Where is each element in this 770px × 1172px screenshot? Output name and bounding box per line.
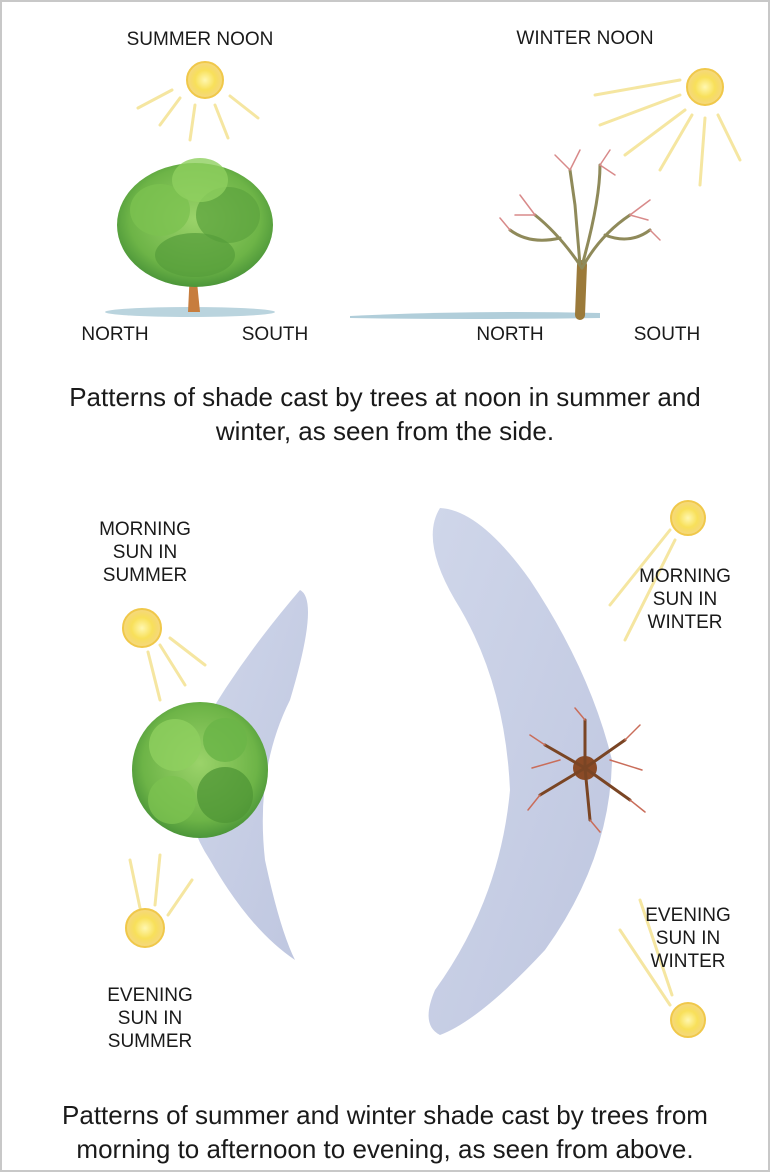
summer-south-label: SOUTH: [220, 323, 330, 346]
summer-morning-sun-icon: [123, 609, 161, 647]
winter-south-label: SOUTH: [612, 323, 722, 346]
summer-noon-sun-icon: [187, 62, 223, 98]
side-view-caption: Patterns of shade cast by trees at noon …: [20, 380, 750, 448]
winter-side-scene: [350, 69, 740, 319]
summer-evening-rays: [130, 855, 192, 915]
summer-top-scene: [123, 590, 308, 960]
winter-noon-sun-icon: [687, 69, 723, 105]
morning-sun-summer-label: MORNING SUN IN SUMMER: [70, 518, 220, 587]
evening-sun-summer-label: EVENING SUN IN SUMMER: [75, 984, 225, 1053]
winter-bare-tree-icon: [500, 150, 660, 315]
summer-morning-rays: [148, 638, 205, 700]
winter-evening-sun-icon: [671, 1003, 705, 1037]
winter-noon-label: WINTER NOON: [485, 27, 685, 50]
winter-ground-shadow: [350, 312, 600, 319]
morning-sun-winter-label: MORNING SUN IN WINTER: [610, 565, 760, 634]
summer-side-scene: [105, 62, 275, 317]
summer-noon-label: SUMMER NOON: [100, 28, 300, 51]
winter-morning-sun-icon: [671, 501, 705, 535]
summer-north-label: NORTH: [60, 323, 170, 346]
top-view-caption: Patterns of summer and winter shade cast…: [20, 1098, 750, 1166]
summer-evening-sun-icon: [126, 909, 164, 947]
summer-top-canopy-icon: [132, 702, 268, 838]
evening-sun-winter-label: EVENING SUN IN WINTER: [613, 904, 763, 973]
winter-north-label: NORTH: [455, 323, 565, 346]
summer-tree-canopy-icon: [117, 158, 273, 287]
